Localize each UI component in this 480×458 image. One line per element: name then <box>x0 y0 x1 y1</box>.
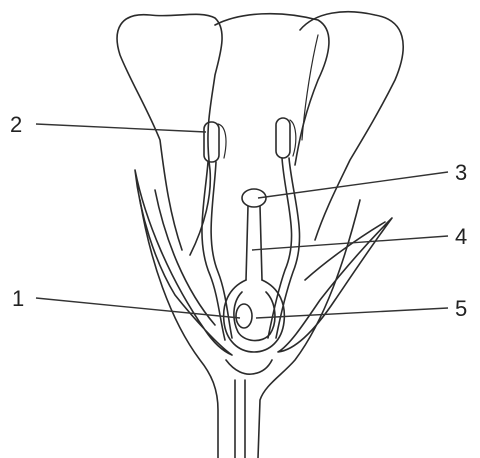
label-1: 1 <box>12 286 24 311</box>
right-anther-back <box>290 120 296 156</box>
label-3: 3 <box>455 160 467 185</box>
left-petal <box>117 14 222 255</box>
leader-1 <box>36 298 240 318</box>
ovule <box>236 304 252 328</box>
receptacle-base <box>226 360 272 374</box>
right-sepal <box>278 218 392 352</box>
label-4: 4 <box>455 224 467 249</box>
stamens <box>202 118 300 340</box>
right-anther <box>276 118 290 158</box>
middle-petal <box>215 14 329 165</box>
left-anther <box>204 122 219 162</box>
leader-2 <box>36 124 206 132</box>
pistil <box>224 189 285 352</box>
receptacle <box>140 200 360 458</box>
leaders <box>36 124 448 318</box>
left-filament-2 <box>211 162 232 338</box>
label-2: 2 <box>10 112 22 137</box>
leader-3 <box>258 172 448 198</box>
left-sepal <box>135 170 232 355</box>
style <box>246 206 262 280</box>
label-5: 5 <box>455 296 467 321</box>
